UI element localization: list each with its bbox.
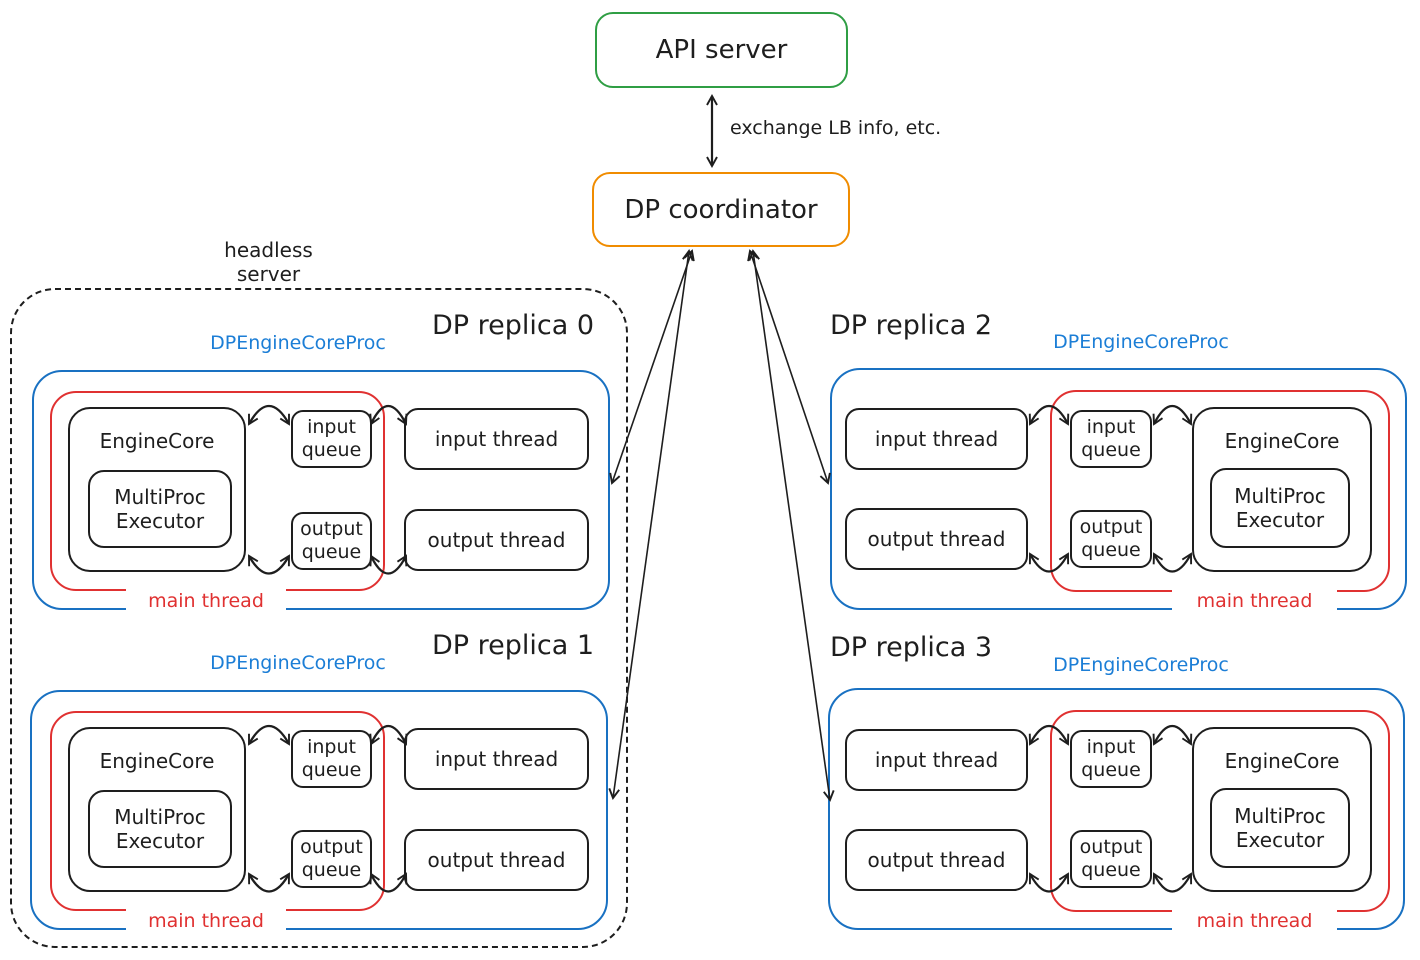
arrow-coordinator-replica-3 — [748, 249, 835, 802]
replica-1-proc-label: DPEngineCoreProc — [210, 652, 386, 674]
dp-coordinator-label: DP coordinator — [624, 194, 818, 225]
replica-3-enginecore-label: EngineCore — [1224, 749, 1340, 773]
replica-1-output-thread-box: output thread — [404, 829, 589, 891]
replica-2-main-thread-label: main thread — [1172, 589, 1337, 613]
replica-3-input-thread-box: input thread — [845, 729, 1028, 791]
replica-0-proc-label: DPEngineCoreProc — [210, 332, 386, 354]
replica-2-title: DP replica 2 — [830, 309, 993, 341]
api-server-label: API server — [655, 35, 788, 65]
replica-2-output-thread-box: output thread — [845, 508, 1028, 570]
replica-2-enginecore-label: EngineCore — [1224, 429, 1340, 453]
replica-3-main-thread-label: main thread — [1172, 909, 1337, 933]
replica-1-enginecore-label: EngineCore — [99, 749, 215, 773]
replica-0-main-thread-label: main thread — [126, 589, 286, 613]
replica-0-input-thread-box: input thread — [404, 408, 589, 470]
exchange-info-label: exchange LB info, etc. — [730, 117, 942, 139]
api-server-box: API server — [595, 12, 848, 88]
replica-3-output-thread-box: output thread — [845, 829, 1028, 891]
replica-0-title: DP replica 0 — [431, 309, 595, 341]
replica-3-title: DP replica 3 — [830, 631, 993, 663]
replica-0-enginecore-label: EngineCore — [99, 429, 215, 453]
replica-2-input-thread-box: input thread — [845, 408, 1028, 470]
replica-0-output-thread-box: output thread — [404, 509, 589, 571]
replica-1-input-thread-box: input thread — [404, 728, 589, 790]
replica-2-proc-label: DPEngineCoreProc — [1053, 331, 1229, 353]
arrow-coordinator-replica-2 — [747, 249, 831, 485]
dp-coordinator-box: DP coordinator — [592, 172, 850, 247]
headless-server-label: headless server — [224, 238, 313, 286]
replica-1-title: DP replica 1 — [431, 629, 595, 661]
replica-1-main-thread-label: main thread — [126, 909, 286, 933]
replica-3-proc-label: DPEngineCoreProc — [1053, 654, 1229, 676]
